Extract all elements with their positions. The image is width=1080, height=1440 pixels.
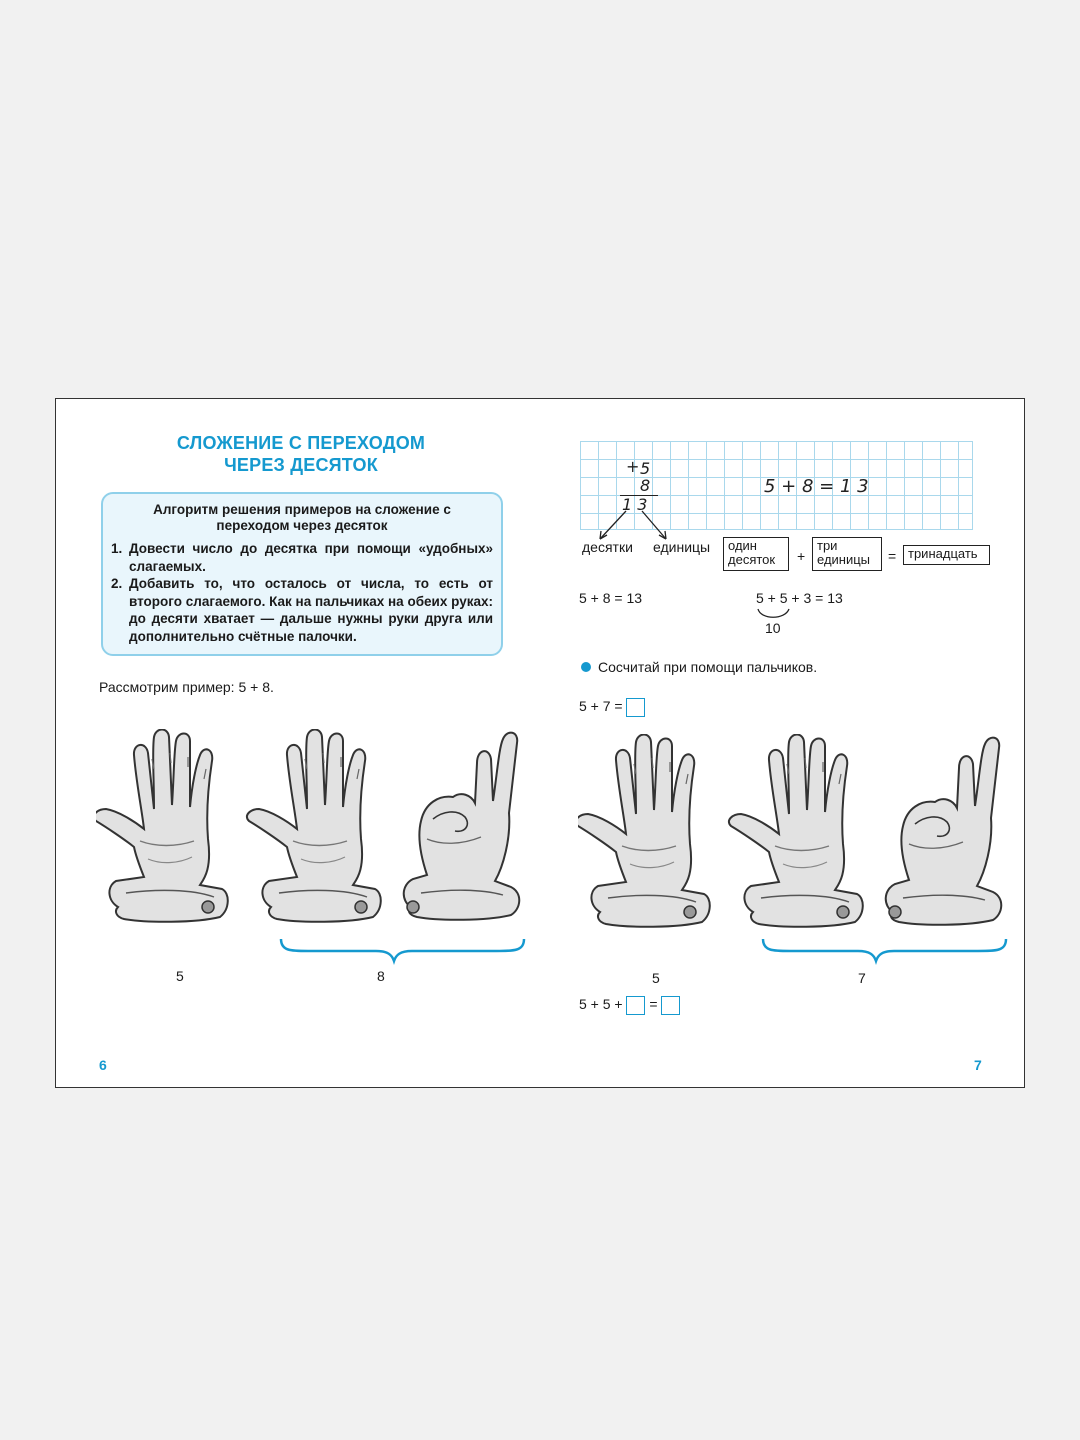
label-five: 5 xyxy=(652,970,660,986)
grid-equation: 5 + 8 = 1 3 xyxy=(764,476,869,497)
algorithm-step: 1. Довести число до десятка при помощи «… xyxy=(111,540,493,575)
algorithm-title: Алгоритм решения примеров на сложение с … xyxy=(153,502,451,533)
algorithm-list: 1. Довести число до десятка при помощи «… xyxy=(111,540,493,645)
label-seven: 7 xyxy=(858,970,866,986)
example-text: Рассмотрим пример: 5 + 8. xyxy=(99,679,274,695)
hand-icon-two xyxy=(884,736,1003,926)
algorithm-step: 2. Добавить то, что осталось от числа, т… xyxy=(111,575,493,645)
title-line-2: ЧЕРЕЗ ДЕСЯТОК xyxy=(224,455,378,475)
step-number: 2. xyxy=(111,576,123,591)
equals-sign: = xyxy=(888,548,897,564)
task-equation-2: 5 + 5 + = xyxy=(579,995,681,1015)
arc-icon xyxy=(757,608,790,618)
column-plus: + xyxy=(626,457,640,476)
task-equation-1: 5 + 7 = xyxy=(579,697,646,717)
word-tens: десятки xyxy=(582,539,633,555)
task-equation-2-equals: = xyxy=(649,996,658,1012)
hand-icon-five xyxy=(727,734,864,928)
plus-sign: + xyxy=(797,548,806,564)
hand-icon-five xyxy=(245,729,382,923)
page-title: СЛОЖЕНИЕ С ПЕРЕХОДОМ ЧЕРЕЗ ДЕСЯТОК xyxy=(116,432,486,476)
answer-box[interactable] xyxy=(626,697,646,717)
hand-icon-three xyxy=(402,731,521,921)
equation-split-ten: 10 xyxy=(765,620,781,636)
answer-box[interactable] xyxy=(661,995,681,1015)
hand-icon-five xyxy=(578,734,711,928)
arrows-icon xyxy=(599,510,667,540)
box-three-units: три единицы xyxy=(812,537,882,571)
page-number-right: 7 xyxy=(974,1057,982,1073)
box-one-ten: один десяток xyxy=(723,537,789,571)
label-five: 5 xyxy=(176,968,184,984)
equation-simple: 5 + 8 = 13 xyxy=(579,590,643,606)
box-thirteen: тринадцать xyxy=(903,545,990,565)
task-equation-1-text: 5 + 7 = xyxy=(579,698,623,714)
right-hands-illustration xyxy=(578,734,1008,965)
left-hands-illustration xyxy=(96,729,526,965)
title-line-1: СЛОЖЕНИЕ С ПЕРЕХОДОМ xyxy=(176,433,426,453)
book-spread: СЛОЖЕНИЕ С ПЕРЕХОДОМ ЧЕРЕЗ ДЕСЯТОК Алгор… xyxy=(55,398,1025,1088)
step-text: Довести число до десятка при помощи «удо… xyxy=(129,541,493,574)
equation-split: 5 + 5 + 3 = 13 xyxy=(756,590,843,606)
brace-icon xyxy=(279,938,526,965)
algorithm-box: Алгоритм решения примеров на сложение с … xyxy=(101,492,503,656)
column-bottom-number: 8 xyxy=(640,476,651,495)
column-result: 1 3 xyxy=(622,495,648,514)
word-units: единицы xyxy=(653,539,711,555)
task-text: Сосчитай при помощи пальчиков. xyxy=(598,659,818,675)
label-eight: 8 xyxy=(377,968,385,984)
step-text: Добавить то, что осталось от числа, то е… xyxy=(129,576,493,644)
brace-icon xyxy=(761,938,1008,965)
column-line xyxy=(620,495,658,496)
bullet-icon xyxy=(581,662,591,672)
answer-box[interactable] xyxy=(626,995,646,1015)
step-number: 1. xyxy=(111,541,123,556)
column-top-number: 5 xyxy=(640,459,651,478)
task-equation-2-text: 5 + 5 + xyxy=(579,996,623,1012)
page-number-left: 6 xyxy=(99,1057,107,1073)
hand-icon-five xyxy=(96,729,229,923)
